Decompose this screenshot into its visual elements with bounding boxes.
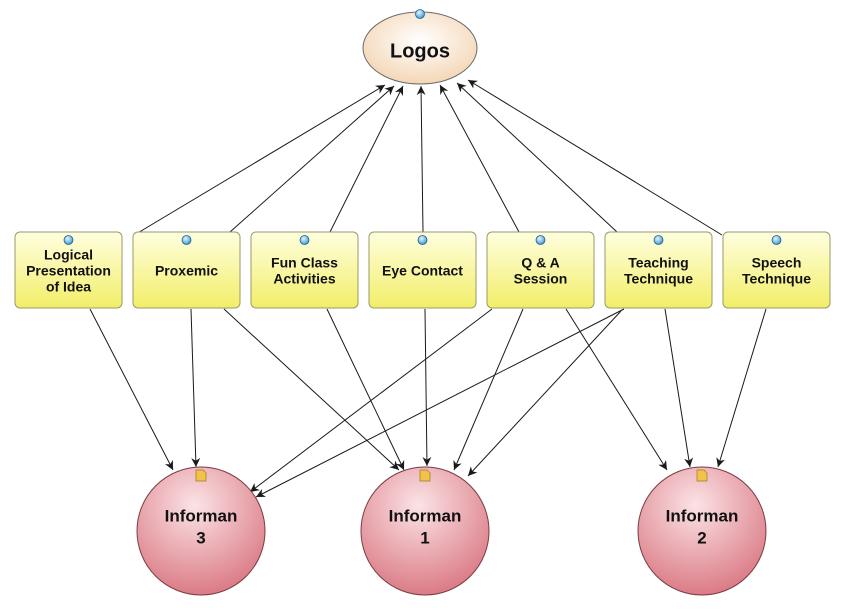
concept-box	[14, 231, 123, 309]
concept-box	[250, 231, 359, 309]
concept-label-line: Technique	[742, 271, 811, 287]
informant-node-inf2[interactable]: Informan 2	[637, 466, 767, 596]
note-tag-icon	[696, 469, 708, 482]
concept-box	[368, 231, 477, 309]
informant-label-line: 3	[196, 528, 205, 547]
concept-node-proxemic[interactable]: Proxemic	[132, 231, 241, 309]
informant-circle	[637, 466, 767, 596]
edge-logical-to-inf3	[89, 308, 174, 471]
concept-label-line: of Idea	[46, 279, 91, 295]
edge-teaching-to-inf2	[664, 308, 694, 468]
concept-label-line: Fun Class	[271, 255, 338, 271]
concept-label-line: Session	[514, 271, 568, 287]
note-tag-icon	[419, 469, 431, 482]
informant-label-line: Informan	[666, 506, 739, 525]
informant-node-inf3[interactable]: Informan 3	[136, 466, 266, 596]
informant-label-line: Informan	[389, 506, 462, 525]
concept-label-line: Presentation	[26, 263, 111, 279]
edge-eye-to-inf1	[422, 308, 432, 467]
edge-qa-to-inf1	[453, 308, 524, 471]
concept-label-line: Proxemic	[155, 263, 218, 279]
indicator-dot-icon	[417, 235, 428, 245]
indicator-dot-icon	[63, 235, 74, 245]
edge-teaching-to-inf1	[467, 310, 622, 477]
concept-label-line: Speech	[752, 255, 802, 271]
indicator-dot-icon	[771, 235, 782, 245]
edge-qa-to-inf2	[565, 308, 668, 471]
concept-label-line: Q & A	[521, 255, 559, 271]
concept-label-line: Eye Contact	[382, 263, 463, 279]
indicator-dot-icon	[181, 235, 192, 245]
informant-label-line: 1	[420, 528, 429, 547]
informant-label-line: Informan	[165, 506, 238, 525]
concept-label-line: Activities	[273, 271, 335, 287]
informant-node-inf1[interactable]: Informan 1	[360, 466, 490, 596]
edge-fun-to-logos	[329, 85, 404, 233]
concept-box	[486, 231, 595, 309]
edge-logical-to-logos	[135, 84, 386, 235]
edge-proxemic-to-logos	[229, 85, 395, 233]
edge-qa-to-logos	[439, 84, 520, 233]
indicator-dot-icon	[535, 235, 546, 245]
edge-teaching-to-inf3	[255, 308, 625, 498]
indicator-dot-icon	[653, 235, 664, 245]
informant-label-line: 2	[697, 528, 706, 547]
indicator-dot-icon	[299, 235, 310, 245]
concept-box	[604, 231, 713, 309]
edge-proxemic-to-inf1	[223, 308, 400, 471]
concept-label-line: Teaching	[628, 255, 688, 271]
logos-node[interactable]: Logos	[362, 9, 478, 85]
concept-label-line: Technique	[624, 271, 693, 287]
concept-box	[132, 231, 241, 309]
note-tag-icon	[195, 469, 207, 482]
informant-nodes: Informan 3 Informan 1 Informan 2	[136, 466, 767, 596]
edge-speech-to-logos	[467, 79, 723, 236]
indicator-dot-icon	[415, 9, 425, 19]
edge-speech-to-inf2	[716, 308, 767, 468]
edge-fun-to-inf1	[326, 308, 405, 471]
edge-teaching-to-logos	[456, 82, 618, 233]
concept-node-eye[interactable]: Eye Contact	[368, 231, 477, 309]
informant-circle	[136, 466, 266, 596]
concept-box	[722, 231, 831, 309]
logos-label: Logos	[390, 40, 450, 62]
edge-qa-to-inf3	[249, 308, 493, 493]
concept-label-line: Logical	[44, 247, 93, 263]
connector-edges	[89, 79, 767, 498]
edge-eye-to-logos	[416, 85, 426, 233]
informant-circle	[360, 466, 490, 596]
edge-proxemic-to-inf3	[190, 308, 201, 468]
